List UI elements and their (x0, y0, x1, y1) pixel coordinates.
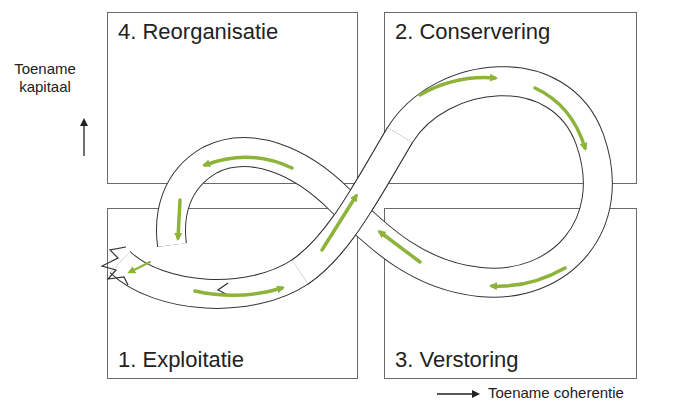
phase-title: 1. Exploitatie (118, 347, 347, 372)
phase-title: 4. Reorganisatie (118, 19, 347, 44)
axis-label: Toename kapitaal (8, 60, 82, 96)
phase-title: 2. Conservering (395, 19, 626, 44)
axis-label: Toename coherentie (488, 384, 678, 402)
phase-title: 3. Verstoring (395, 347, 626, 372)
